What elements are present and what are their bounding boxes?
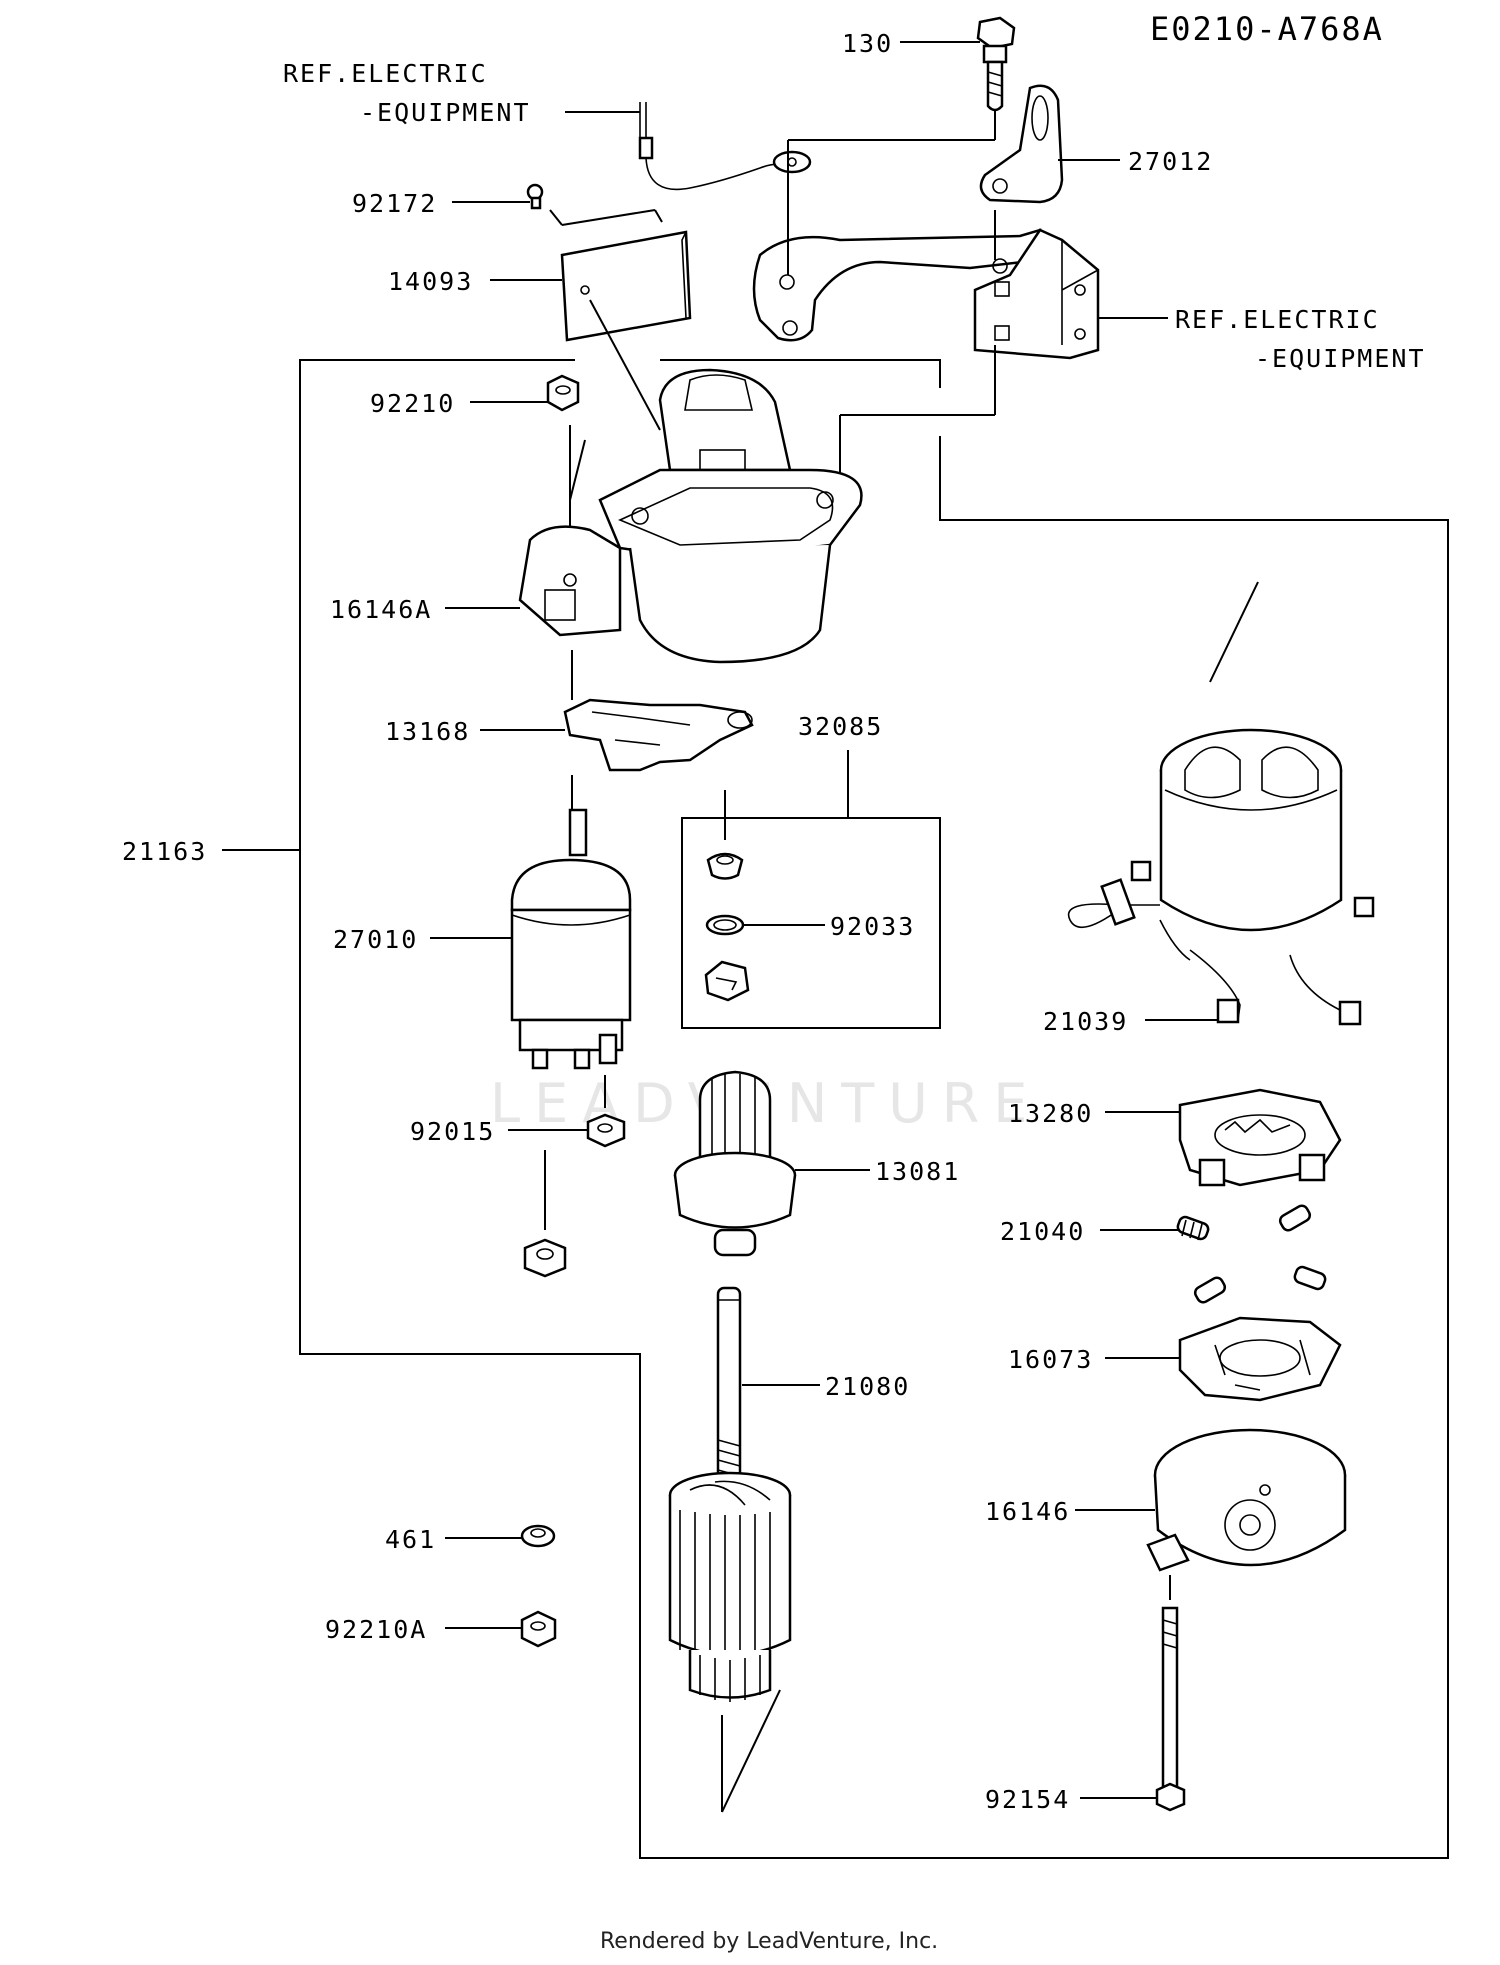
credit-text: Rendered by LeadVenture, Inc. — [600, 1929, 938, 1954]
label-27010: 27010 — [333, 925, 418, 954]
nut-92210A[interactable] — [520, 1610, 557, 1648]
label-92154: 92154 — [985, 1785, 1070, 1814]
nut-92210[interactable] — [546, 374, 580, 412]
bolt-130[interactable] — [976, 16, 1016, 112]
label-21080: 21080 — [825, 1372, 910, 1401]
label-13280: 13280 — [1008, 1099, 1093, 1128]
lever-13168[interactable] — [563, 698, 754, 772]
label-21163: 21163 — [122, 837, 207, 866]
label-13168: 13168 — [385, 717, 470, 746]
ref-electric-right-line2: -EQUIPMENT — [1255, 344, 1426, 373]
springs-21040[interactable] — [1176, 1204, 1327, 1305]
nut-92015-lower[interactable] — [523, 1238, 567, 1278]
diagram-code: E0210-A768A — [1150, 10, 1384, 48]
ref-electric-top-line2: -EQUIPMENT — [360, 98, 531, 127]
label-16146: 16146 — [985, 1497, 1070, 1526]
label-16073: 16073 — [1008, 1345, 1093, 1374]
label-92033: 92033 — [830, 912, 915, 941]
label-461: 461 — [385, 1525, 436, 1554]
solenoid-27010[interactable] — [510, 808, 632, 1070]
pinion-13081[interactable] — [673, 1070, 797, 1257]
ground-wire[interactable] — [638, 102, 812, 191]
plate-14093[interactable] — [560, 230, 692, 342]
kit-32085-parts[interactable] — [704, 852, 750, 1002]
ref-electric-top-line1: REF.ELECTRIC — [283, 59, 488, 88]
label-27012: 27012 — [1128, 147, 1213, 176]
plate-16073[interactable] — [1178, 1316, 1342, 1402]
bracket-27012[interactable] — [979, 84, 1064, 204]
label-13081: 13081 — [875, 1157, 960, 1186]
screw-92172[interactable] — [526, 183, 544, 210]
assembly-outline — [299, 359, 1449, 1859]
ref-electric-right-line1: REF.ELECTRIC — [1175, 305, 1380, 334]
yoke-21039[interactable] — [1067, 728, 1375, 1026]
label-92015: 92015 — [410, 1117, 495, 1146]
label-32085: 32085 — [798, 712, 883, 741]
label-21039: 21039 — [1043, 1007, 1128, 1036]
washer-461[interactable] — [520, 1524, 556, 1548]
nut-92015[interactable] — [586, 1113, 626, 1148]
label-130: 130 — [842, 29, 893, 58]
label-92210: 92210 — [370, 389, 455, 418]
label-14093: 14093 — [388, 267, 473, 296]
label-21040: 21040 — [1000, 1217, 1085, 1246]
brush-holder-13280[interactable] — [1178, 1088, 1342, 1187]
armature-21080[interactable] — [668, 1286, 792, 1702]
through-bolt-92154[interactable] — [1155, 1606, 1186, 1812]
end-cover-16146[interactable] — [1146, 1428, 1347, 1572]
label-16146A: 16146A — [330, 595, 432, 624]
label-92210A: 92210A — [325, 1615, 427, 1644]
mounting-bracket[interactable] — [752, 228, 1100, 360]
housing-16146A[interactable] — [518, 368, 863, 664]
label-92172: 92172 — [352, 189, 437, 218]
